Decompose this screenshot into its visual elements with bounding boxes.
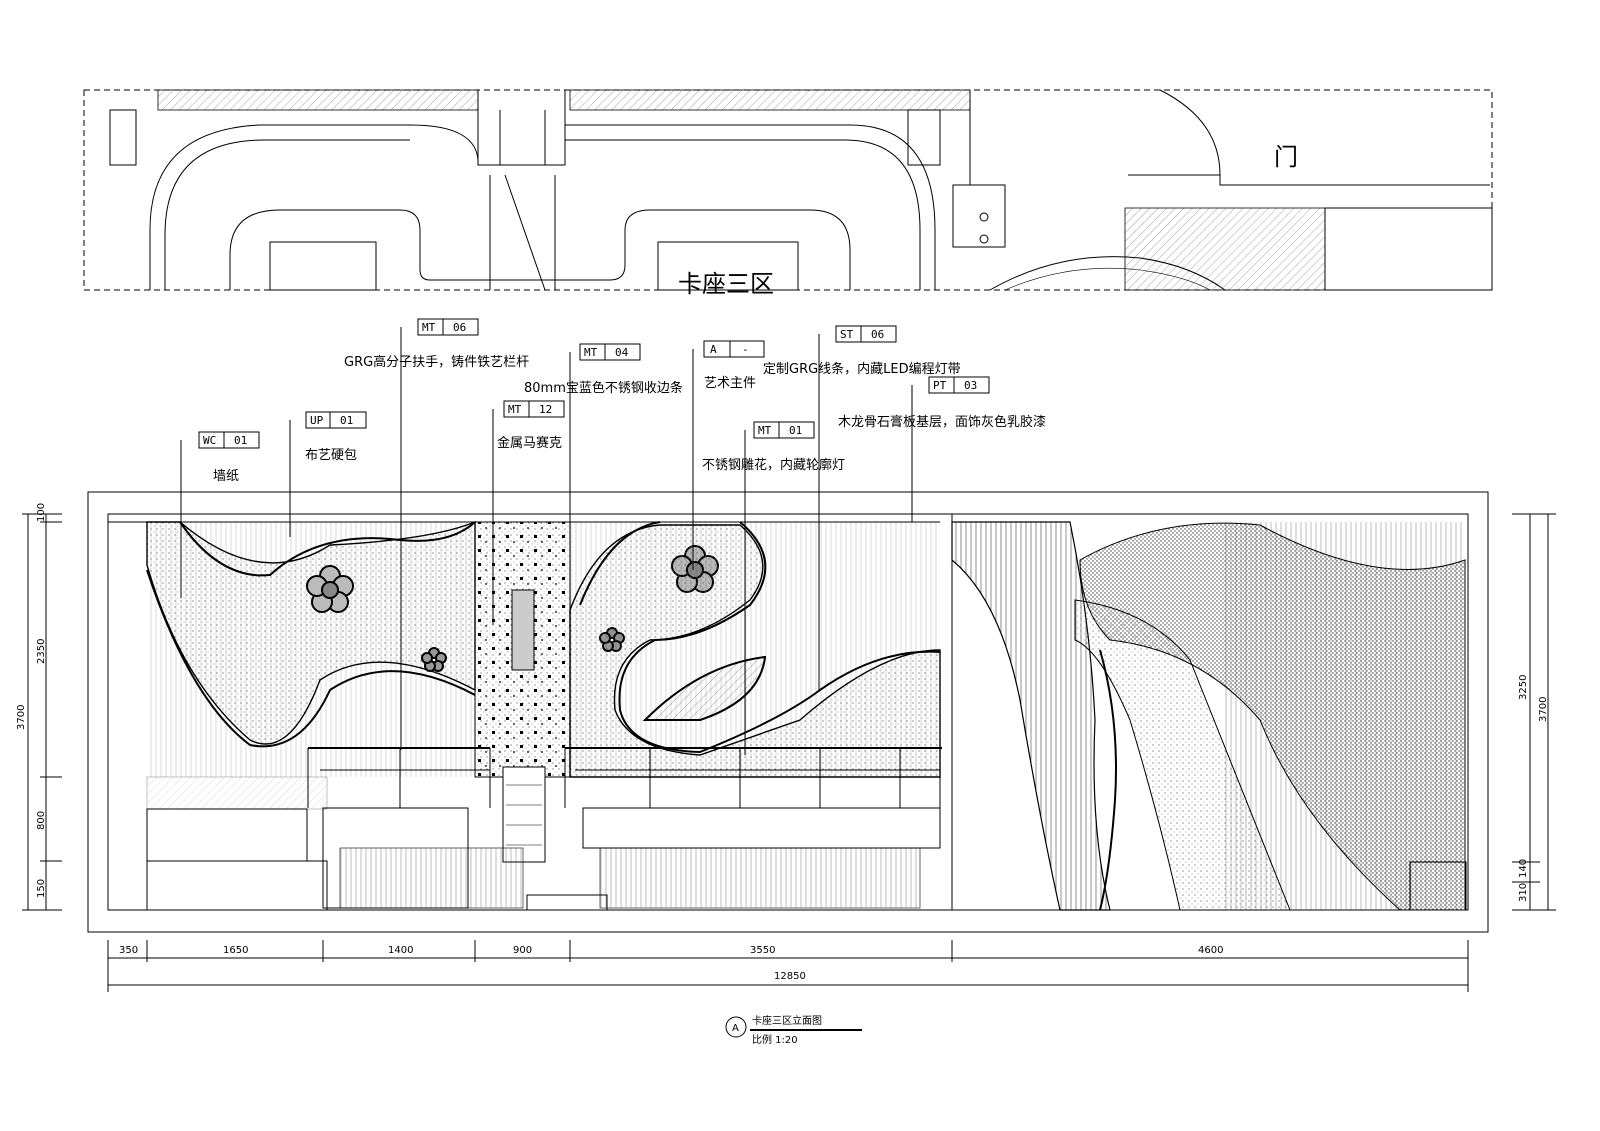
dim-segment: 800 — [36, 811, 47, 830]
svg-text:06: 06 — [871, 328, 884, 341]
callout-tag: A- — [703, 340, 765, 358]
dim-segment: 1650 — [223, 945, 248, 956]
dim-segment: 3550 — [750, 945, 775, 956]
callout-tag: ST 06 — [835, 325, 897, 343]
callout-tag: MT 04 — [579, 343, 641, 361]
callout-note: 定制GRG线条，内藏LED编程灯带 — [763, 361, 961, 377]
svg-text:-: - — [742, 343, 749, 356]
left-wall-panel — [146, 520, 476, 911]
svg-text:ST: ST — [840, 328, 854, 341]
dim-segment: 2350 — [36, 639, 47, 664]
svg-text:MT: MT — [584, 346, 598, 359]
svg-text:MT: MT — [508, 403, 522, 416]
callout-tag: WC 01 — [198, 431, 260, 449]
svg-text:01: 01 — [234, 434, 247, 447]
callout-tag: MT 01 — [753, 421, 815, 439]
svg-text:06: 06 — [453, 321, 466, 334]
callout-note: 不锈钢雕花，内藏轮廓灯 — [702, 457, 845, 473]
dim-segment: 140 — [1518, 859, 1529, 878]
mosaic-column — [474, 521, 571, 863]
dim-segment: 310 — [1518, 883, 1529, 902]
callout-tag: MT 12 — [503, 400, 565, 418]
callout-tag: PT 03 — [928, 376, 990, 394]
svg-text:01: 01 — [789, 424, 802, 437]
title-marker: A — [732, 1023, 739, 1034]
dim-segment: 1400 — [388, 945, 413, 956]
dim-total: 3700 — [16, 705, 27, 730]
right-dimensions: 3250 3700 310 140 — [1512, 513, 1556, 911]
callout-leaders — [180, 327, 913, 755]
svg-text:PT: PT — [933, 379, 947, 392]
right-art-panel — [951, 513, 1469, 911]
svg-text:A: A — [710, 343, 717, 356]
dim-total: 3700 — [1538, 697, 1549, 722]
svg-text:WC: WC — [203, 434, 216, 447]
svg-text:MT: MT — [422, 321, 436, 334]
dim-segment: 100 — [36, 503, 47, 522]
title-scale: 比例 1:20 — [752, 1033, 798, 1046]
svg-text:12: 12 — [539, 403, 552, 416]
callout-tag: MT 06 — [417, 318, 479, 336]
callout-note: 80mm宝蓝色不锈钢收边条 — [524, 380, 683, 396]
svg-text:01: 01 — [340, 414, 353, 427]
bottom-dimensions: 350 1650 1400 900 3550 4600 12850 — [107, 940, 1469, 992]
dim-segment: 150 — [36, 879, 47, 898]
callout-notes: 墙纸 布艺硬包 GRG高分子扶手，铸件铁艺栏杆 金属马赛克 80mm宝蓝色不锈钢… — [213, 354, 1046, 484]
drawing-title: A 卡座三区立面图 比例 1:20 — [725, 1014, 862, 1046]
center-wall-panel — [569, 521, 941, 778]
dim-segment: 3250 — [1518, 675, 1529, 700]
plan-view: 门 卡座三区 — [83, 89, 1493, 298]
svg-text:MT: MT — [758, 424, 772, 437]
callout-note: 布艺硬包 — [305, 448, 357, 463]
callout-tag: UP 01 — [305, 411, 367, 429]
callout-note: 木龙骨石膏板基层，面饰灰色乳胶漆 — [838, 414, 1046, 430]
svg-text:UP: UP — [310, 414, 324, 427]
svg-text:03: 03 — [964, 379, 977, 392]
dim-segment: 900 — [513, 945, 532, 956]
plan-label-door: 门 — [1274, 143, 1298, 171]
callout-note: 墙纸 — [213, 469, 239, 484]
title-name: 卡座三区立面图 — [752, 1014, 822, 1027]
dim-segment: 4600 — [1198, 945, 1223, 956]
dim-total: 12850 — [774, 971, 806, 982]
dim-segment: 350 — [119, 945, 138, 956]
svg-text:04: 04 — [615, 346, 629, 359]
plan-label-booth: 卡座三区 — [678, 270, 774, 298]
left-dimensions: 100 2350 800 150 3700 — [16, 503, 62, 911]
callout-note: 艺术主件 — [704, 376, 756, 391]
callout-note: GRG高分子扶手，铸件铁艺栏杆 — [344, 354, 529, 370]
callout-note: 金属马赛克 — [497, 435, 562, 451]
railings-seating — [307, 747, 942, 911]
